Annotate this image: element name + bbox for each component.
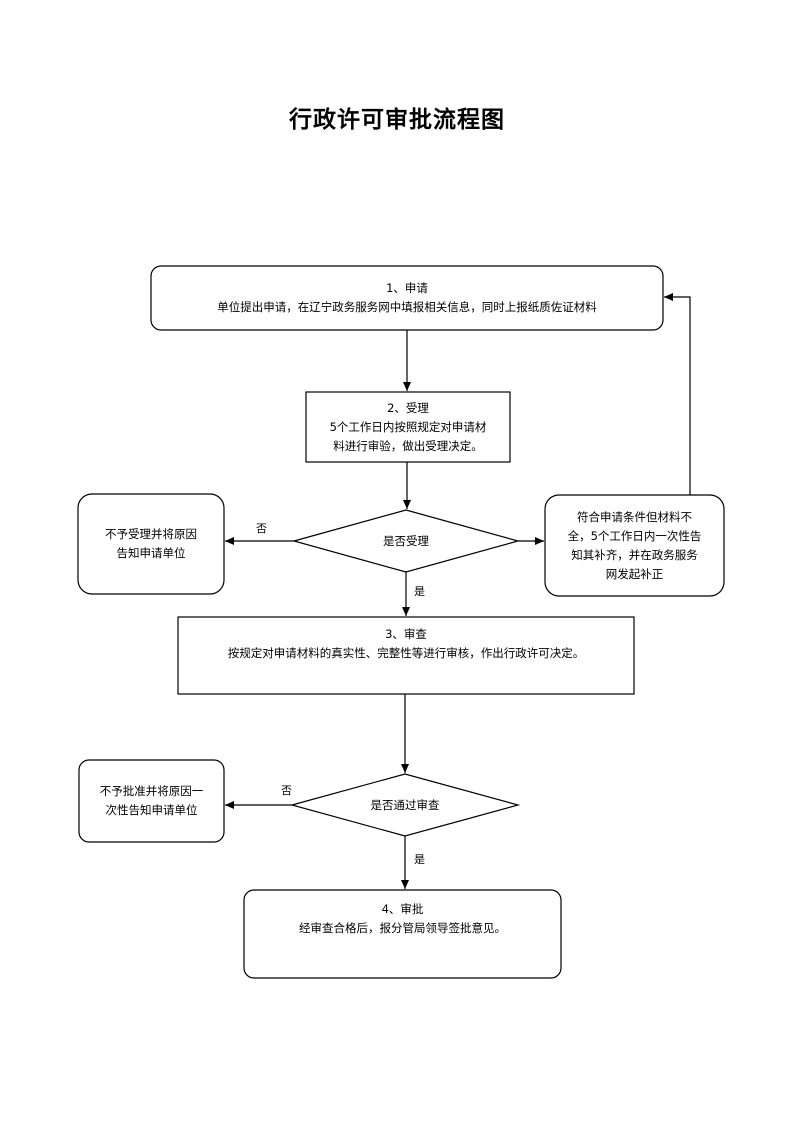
apply-text: 1、申请 单位提出申请，在辽宁政务服务网中填报相关信息，同时上报纸质佐证材料 — [151, 266, 663, 330]
reject-review-box — [78, 759, 225, 843]
edge-supplement-to-apply — [664, 293, 691, 495]
accept-heading: 2、受理 — [387, 400, 429, 415]
approve-text: 4、审批 经审查合格后，报分管局领导签批意见。 — [244, 890, 561, 978]
accept-line2: 料进行审验，做出受理决定。 — [333, 438, 483, 453]
approve-box — [243, 889, 562, 979]
supplement-line1: 符合申请条件但材料不 — [577, 509, 692, 524]
accept-box — [305, 391, 511, 463]
edge-label-accept-yes: 是 — [414, 585, 425, 598]
reject-accept-line2: 告知申请单位 — [116, 546, 186, 560]
supplement-line3: 知其补齐，并在政务服务 — [571, 547, 698, 562]
supplement-line2: 全，5个工作日内一次性告 — [567, 528, 702, 543]
apply-body: 单位提出申请，在辽宁政务服务网中填报相关信息，同时上报纸质佐证材料 — [217, 300, 597, 314]
edge-label-review-no: 否 — [281, 784, 292, 797]
decision-accept-text: 是否受理 — [294, 510, 518, 572]
diagram-title: 行政许可审批流程图 — [289, 106, 505, 133]
accept-text: 2、受理 5个工作日内按照规定对申请材 料进行审验，做出受理决定。 — [306, 392, 510, 462]
review-box — [177, 616, 635, 695]
apply-heading: 1、申请 — [386, 281, 428, 295]
decision-review-diamond — [289, 773, 521, 837]
decision-review-text: 是否通过审查 — [292, 774, 518, 836]
reject-accept-box — [77, 493, 225, 595]
review-text: 3、审查 按规定对申请材料的真实性、完整性等进行审核，作出行政许可决定。 — [178, 617, 634, 694]
reject-review-line1: 不予批准并将原因一 — [99, 784, 204, 798]
accept-line1: 5个工作日内按照规定对申请材 — [329, 419, 487, 434]
supplement-text: 符合申请条件但材料不 全，5个工作日内一次性告 知其补齐，并在政务服务 网发起补… — [545, 495, 724, 596]
decision-accept-label: 是否受理 — [383, 533, 429, 548]
edge-label-accept-no: 否 — [256, 522, 267, 535]
edge-label-review-yes: 是 — [414, 853, 425, 866]
approve-heading: 4、审批 — [381, 902, 424, 916]
decision-review-label: 是否通过审查 — [370, 797, 440, 812]
reject-accept-line1: 不予受理并将原因 — [105, 527, 197, 541]
review-body: 按规定对申请材料的真实性、完整性等进行审核，作出行政许可决定。 — [227, 646, 585, 660]
review-heading: 3、审查 — [385, 627, 427, 641]
supplement-box — [544, 494, 725, 597]
reject-review-line2: 次性告知申请单位 — [105, 803, 198, 817]
reject-review-text: 不予批准并将原因一 次性告知申请单位 — [79, 760, 224, 842]
reject-accept-text: 不予受理并将原因 告知申请单位 — [78, 494, 224, 594]
approve-body: 经审查合格后，报分管局领导签批意见。 — [299, 921, 506, 935]
supplement-line4: 网发起补正 — [605, 566, 664, 581]
